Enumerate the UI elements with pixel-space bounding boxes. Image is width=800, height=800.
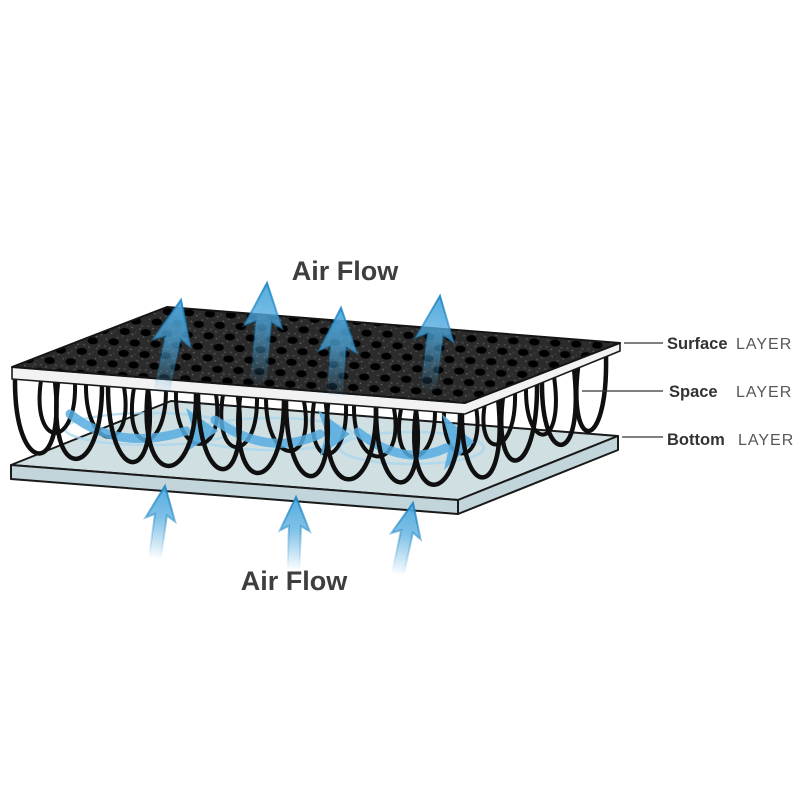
spacer-yarn-loop: [54, 379, 105, 461]
up-arrow-1: [150, 297, 192, 396]
spacer-yarn-loop: [12, 375, 59, 456]
spacer-yarn-loop: [173, 389, 220, 446]
layer-labels: Surface LAYER Space LAYER Bottom LAYER: [667, 335, 794, 449]
spacer-yarn-loop: [264, 396, 308, 453]
up-arrow-2: [242, 280, 284, 385]
spacer-yarn-loop: [236, 393, 287, 476]
spacer-yarn-loop: [441, 404, 480, 456]
bottom-layer-label: Bottom: [667, 431, 725, 449]
circulation-ellipse-3: [338, 430, 486, 466]
spacer-yarn-loop: [324, 401, 379, 482]
leader-lines: [582, 342, 663, 438]
spacer-yarn-loop: [105, 383, 152, 465]
air-flow-title-top: Air Flow: [292, 256, 399, 286]
bottom-layer-right-face: [457, 435, 619, 515]
bottom-layer: [10, 400, 619, 515]
spacer-yarn-loops-front: [12, 354, 609, 487]
bottom-arrow-3: [388, 500, 423, 576]
bottom-layer-suffix: LAYER: [738, 432, 794, 449]
airflow-arrows-bottom: [142, 483, 423, 576]
bottom-arrow-1: [142, 483, 177, 560]
surface-layer-suffix: LAYER: [736, 336, 792, 353]
space-layer-suffix: LAYER: [736, 384, 792, 401]
air-flow-title-bottom: Air Flow: [241, 566, 348, 596]
spacer-yarn-loop: [351, 403, 398, 459]
spacer-yarn-loop: [499, 380, 540, 463]
spacer-yarn-loop: [373, 404, 420, 485]
spacer-yarn-loop: [144, 386, 199, 469]
spacer-yarn-loop: [523, 374, 558, 437]
airflow-arrows-top: [150, 280, 456, 398]
spacer-yarn-loop: [412, 408, 463, 487]
surface-layer-label: Surface: [667, 335, 728, 353]
space-layer-label: Space: [669, 383, 718, 401]
spacer-yarn-loop: [574, 354, 609, 434]
bottom-arrow-2: [277, 494, 312, 571]
up-arrow-3: [316, 305, 359, 398]
up-arrow-4: [413, 293, 456, 393]
